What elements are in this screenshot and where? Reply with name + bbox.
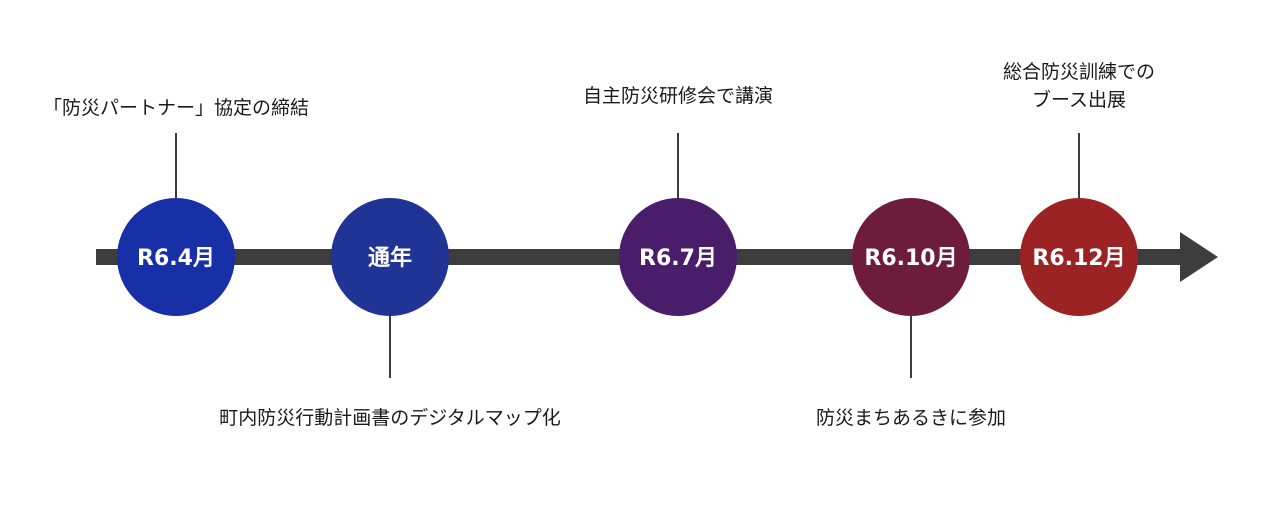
- milestone-circle: [852, 198, 970, 316]
- event-label-jul: 自主防災研修会で講演: [582, 85, 774, 107]
- milestone-circle: [619, 198, 737, 316]
- milestone-label: R6.4月: [137, 246, 215, 271]
- milestone-label: R6.7月: [639, 246, 717, 271]
- milestone-circle: [331, 198, 449, 316]
- timeline-arrowhead: [1180, 232, 1218, 282]
- milestone-circle: [117, 198, 235, 316]
- event-label-yearround: 町内防災行動計画書のデジタルマップ化: [219, 407, 561, 429]
- event-label-dec: 総合防災訓練での ブース出展: [1002, 61, 1156, 111]
- milestone-label: R6.10月: [864, 246, 957, 271]
- event-label-apr: 「防災パートナー」協定の締結: [42, 97, 310, 119]
- event-label-oct: 防災まちあるきに参加: [815, 407, 1007, 429]
- milestone-circle: [1020, 198, 1138, 316]
- milestone-label: 通年: [368, 245, 412, 271]
- milestone-label: R6.12月: [1032, 246, 1125, 271]
